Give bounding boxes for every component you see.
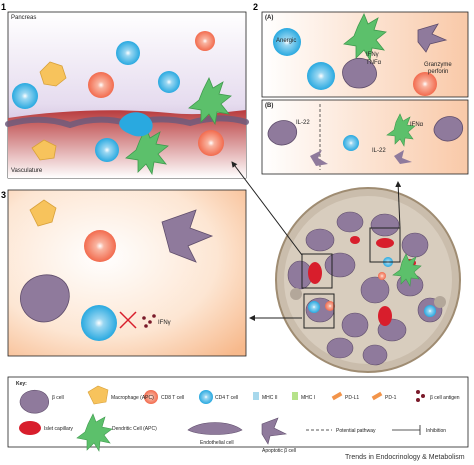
vasculature-label: Vasculature (11, 168, 43, 174)
anergic-label: Anergic (276, 38, 297, 44)
panel-1-number: 1 (1, 2, 6, 12)
islet-capillaries (308, 236, 416, 326)
key-title: Key: (16, 381, 27, 387)
cd8-t-cell (195, 31, 215, 51)
key-label-antigen: β cell antigen (430, 395, 460, 401)
key-label-dc: Dendritic Cell (APC) (112, 426, 157, 432)
cd4-t-cell (81, 305, 117, 341)
footer-journal: Trends in Endocrinology & Metabolism (345, 454, 465, 461)
islet-cd4-cell (308, 301, 320, 313)
beta-cell (433, 116, 464, 142)
cd8-t-cell (198, 130, 224, 156)
islet-macrophage (434, 296, 446, 308)
islet-cd8-cell (378, 272, 386, 280)
key-label-potential: Potential pathway (336, 428, 376, 434)
key-label-inhibition: Inhibition (426, 428, 446, 434)
il22-right-label: IL-22 (372, 148, 386, 154)
il22-left-label: IL-22 (296, 120, 310, 126)
perforin-label: perforin (428, 69, 449, 75)
cd8-t-cell (413, 72, 437, 96)
cd4-t-cell (116, 41, 140, 65)
tnfa-label: TNFα (366, 60, 382, 66)
cd4-t-cell (307, 62, 335, 90)
key-label-pd1: PD-1 (385, 395, 397, 401)
key-label-capillary: Islet capillary (44, 426, 73, 432)
cd8-t-cell (84, 230, 116, 262)
zoom-box-1 (301, 253, 333, 289)
panel-2-number: 2 (253, 2, 258, 12)
panel-3-number: 3 (1, 190, 6, 200)
islet-macrophage (290, 288, 302, 300)
pancreas-label: Pancreas (11, 15, 37, 21)
panel-3 (7, 189, 247, 357)
key-label-pdl1: PD-L1 (345, 395, 359, 401)
key-label-cd8: CD8 T cell (161, 395, 184, 401)
dendritic-cell (188, 77, 232, 126)
zoom-box-3 (303, 293, 335, 329)
beta-cell (267, 120, 298, 146)
key-label-cd4: CD4 T cell (215, 395, 238, 401)
macrophage (31, 139, 57, 161)
key-label-mhc2: MHC II (262, 395, 278, 401)
apoptotic-beta-cell (310, 150, 328, 166)
key-label-apoptotic: Apoptotic β cell (262, 448, 296, 454)
beta-cell (342, 57, 377, 89)
dendritic-cell (125, 127, 169, 176)
islet-dendritic-cell (392, 253, 422, 287)
key-panel (7, 376, 469, 452)
cd8-t-cell (88, 72, 114, 98)
inhibition-cross (119, 311, 137, 329)
panel-2a-tag: (A) (265, 15, 274, 21)
islet-cd4-cell (424, 305, 436, 317)
panel-2 (261, 11, 469, 175)
apoptotic-beta-cell (417, 23, 448, 53)
dendritic-cell (343, 13, 387, 62)
macrophage (29, 199, 57, 227)
cd4-t-cell (12, 83, 38, 109)
ifng-label: IFNγ (366, 52, 379, 58)
ifng-p3-label: IFNγ (158, 320, 171, 326)
beta-cell (20, 274, 70, 323)
zoom-box-2 (369, 227, 401, 263)
connector-arrows (231, 161, 402, 321)
key-label-endothelial: Endothelial cell (200, 440, 234, 446)
islet-beta-cells (287, 211, 443, 366)
islet-cd8-cell (325, 301, 335, 311)
key-label-beta-cell: β cell (52, 395, 64, 401)
cd4-t-cell (158, 71, 180, 93)
macrophage (39, 61, 67, 87)
apoptotic-beta-cell (394, 150, 412, 164)
extravasating-cell (119, 112, 153, 137)
panel-2b-tag: (B) (265, 103, 274, 109)
cd4-t-cell (343, 135, 359, 151)
key-label-mhc1: MHC I (301, 395, 315, 401)
ifna-label: IFNα (410, 122, 424, 128)
islet (275, 187, 461, 373)
anergic-cell (273, 28, 301, 56)
panel-1 (5, 11, 249, 179)
dendritic-cell (386, 113, 416, 147)
cd4-t-cell (95, 138, 119, 162)
granzyme-label: Granzyme (424, 62, 452, 68)
key-label-macrophage: Macrophage (APC) (111, 395, 154, 401)
apoptotic-beta-cell (161, 209, 214, 263)
